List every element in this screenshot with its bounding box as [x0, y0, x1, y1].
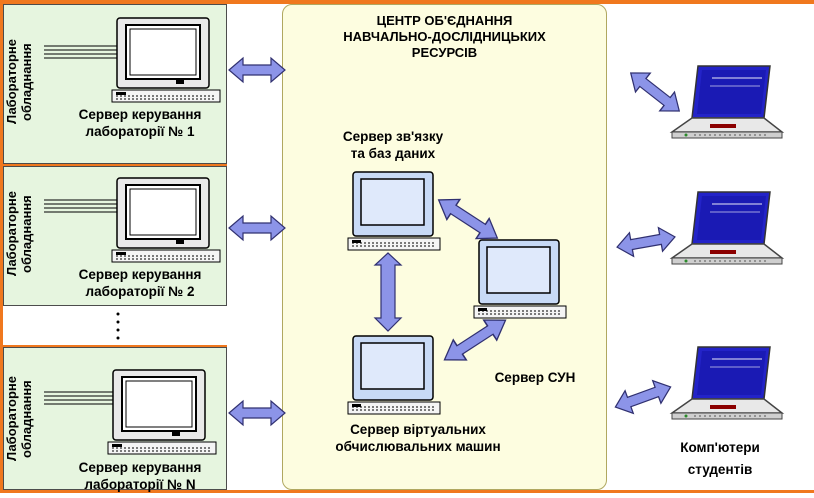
lab-server-computer-3	[107, 369, 217, 455]
center-title: ЦЕНТР ОБ'ЄДНАННЯ НАВЧАЛЬНО-ДОСЛІДНИЦЬКИХ…	[343, 13, 546, 60]
student-laptop-1	[671, 65, 783, 139]
lab-1-link-arrow	[228, 57, 286, 83]
ellipsis-icon	[116, 312, 120, 340]
lab-wires-1	[44, 45, 118, 59]
lab-server-computer-2	[111, 177, 221, 263]
student-laptop-2	[671, 191, 783, 265]
student-2-link-arrow	[614, 224, 678, 260]
student-3-link-arrow	[610, 375, 676, 419]
lab-server-caption-1: Сервер керування лабораторії № 1	[78, 107, 202, 139]
lab-server-computer-1	[111, 17, 221, 103]
frame-left-border	[0, 0, 3, 493]
comm-server-computer	[347, 171, 441, 251]
comm-server-label: Сервер зв'язку та баз даних	[342, 129, 444, 161]
student-1-link-arrow	[622, 62, 688, 122]
sun-server-label: Сервер СУН	[494, 370, 576, 385]
virtual-server-computer	[347, 335, 441, 415]
lab-3-link-arrow	[228, 400, 286, 426]
comm-virtual-arrow	[373, 252, 403, 332]
frame-bottom-border	[0, 490, 814, 493]
lab-wires-3	[44, 391, 118, 405]
lab-separator-2	[3, 345, 227, 347]
sun-server-computer	[473, 239, 567, 319]
student-laptop-3	[671, 346, 783, 420]
frame-top-border	[0, 0, 814, 4]
virtual-server-label: Сервер віртуальних обчислювальних машин	[335, 422, 501, 454]
lab-server-caption-2: Сервер керування лабораторії № 2	[78, 267, 202, 299]
lab-wires-2	[44, 199, 118, 213]
virtual-sun-arrow	[437, 309, 513, 371]
lab-server-caption-3: Сервер керування лабораторії № N	[78, 460, 202, 492]
students-caption: Комп'ютери студентів	[680, 440, 760, 477]
lab-2-link-arrow	[228, 215, 286, 241]
lab-separator-1	[3, 164, 227, 166]
